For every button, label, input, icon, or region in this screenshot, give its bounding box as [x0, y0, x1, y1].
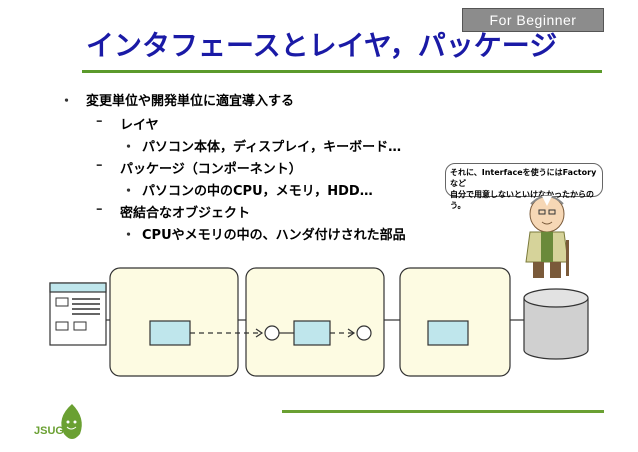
- database-cylinder-icon: [523, 288, 589, 360]
- slide-title: インタフェースとレイヤ，パッケージ: [86, 29, 558, 62]
- bullet-level3: パソコン本体，ディスプレイ，キーボード…: [142, 140, 402, 155]
- bullet-level3: CPUやメモリの中の、ハンダ付けされた部品: [142, 228, 406, 243]
- component-box-1: [149, 320, 191, 346]
- interface-circle-2: [356, 325, 372, 341]
- title-underline: [82, 70, 602, 73]
- bullet-marker: ・: [122, 228, 136, 243]
- bullet-marker: ・: [122, 140, 136, 155]
- bullet-level2: 密結合なオブジェクト: [120, 206, 251, 221]
- bullet-level2: パッケージ（コンポーネント）: [120, 162, 302, 177]
- bullet-marker: –: [96, 158, 103, 173]
- old-man-character: [525, 195, 569, 278]
- bullet-level1: 変更単位や開発単位に適宜導入する: [86, 94, 295, 109]
- bullet-marker: ・: [60, 94, 74, 109]
- speech-bubble: それに、Interfaceを使うにはFactoryなど 自分で用意しないといけな…: [445, 163, 603, 210]
- speech-line-1: それに、Interfaceを使うにはFactoryなど: [450, 168, 597, 188]
- component-box-2: [293, 320, 331, 346]
- bullet-level2: レイヤ: [120, 118, 159, 133]
- document-window-icon: [49, 282, 107, 346]
- logo-text: JSUG: [34, 425, 64, 437]
- leaf-logo-icon: [61, 404, 82, 439]
- speech-line-2: 自分で用意しないといけなかったからのう。: [450, 190, 594, 210]
- bullet-marker: –: [96, 114, 103, 129]
- component-box-3: [427, 320, 469, 346]
- bullet-marker: –: [96, 202, 103, 217]
- bullet-level3: パソコンの中のCPU，メモリ，HDD…: [142, 184, 373, 199]
- audience-badge: For Beginner: [462, 8, 604, 32]
- footer-rule: [282, 410, 604, 413]
- interface-circle-1: [264, 325, 280, 341]
- bullet-marker: ・: [122, 184, 136, 199]
